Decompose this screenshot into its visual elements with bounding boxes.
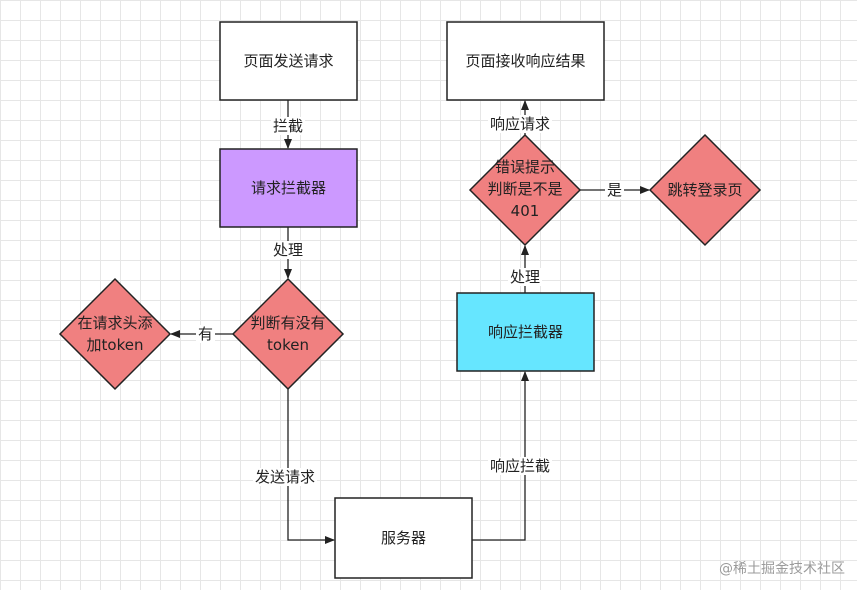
response-interceptor-box bbox=[456, 292, 595, 372]
check-token-label: 判断有没有 token bbox=[233, 312, 343, 356]
check-token-line-1: 判断有没有 bbox=[250, 314, 326, 332]
page-receive-label: 页面接收响应结果 bbox=[465, 52, 586, 70]
error-check-label: 错误提示 判断是不是 401 bbox=[470, 156, 580, 222]
page-send-label: 页面发送请求 bbox=[243, 52, 334, 70]
edge-label-response-intercept: 响应拦截 bbox=[488, 457, 553, 475]
page-receive-box bbox=[446, 21, 605, 101]
edge-label-process-2: 处理 bbox=[508, 268, 543, 286]
edge-label-has: 有 bbox=[196, 325, 216, 343]
error-check-line-1: 错误提示 bbox=[494, 158, 555, 176]
edge-label-yes: 是 bbox=[605, 181, 625, 199]
watermark-text: @稀土掘金技术社区 bbox=[719, 561, 845, 577]
redirect-login-diamond bbox=[648, 133, 762, 247]
error-check-line-2: 判断是不是 bbox=[487, 180, 563, 198]
add-token-label: 在请求头添 加token bbox=[60, 312, 170, 356]
edge-label-response-request: 响应请求 bbox=[488, 115, 553, 133]
edge-server-to-response-interceptor bbox=[472, 371, 529, 541]
edge-label-process-1: 处理 bbox=[271, 241, 306, 259]
edge-label-send-request: 发送请求 bbox=[253, 468, 318, 486]
add-token-diamond bbox=[58, 277, 172, 391]
server-box bbox=[334, 497, 473, 579]
page-send-box bbox=[219, 21, 358, 101]
add-token-line-1: 在请求头添 bbox=[77, 314, 153, 332]
error-check-line-3: 401 bbox=[510, 202, 540, 220]
request-interceptor-label: 请求拦截器 bbox=[250, 179, 326, 197]
edge-label-intercept: 拦截 bbox=[271, 117, 306, 135]
redirect-login-label: 跳转登录页 bbox=[667, 181, 743, 199]
add-token-line-2: 加token bbox=[86, 336, 144, 354]
server-label: 服务器 bbox=[380, 529, 426, 547]
check-token-line-2: token bbox=[267, 336, 309, 354]
edge-check-to-server bbox=[287, 389, 335, 544]
request-interceptor-box bbox=[219, 148, 358, 228]
response-interceptor-label: 响应拦截器 bbox=[487, 323, 563, 341]
